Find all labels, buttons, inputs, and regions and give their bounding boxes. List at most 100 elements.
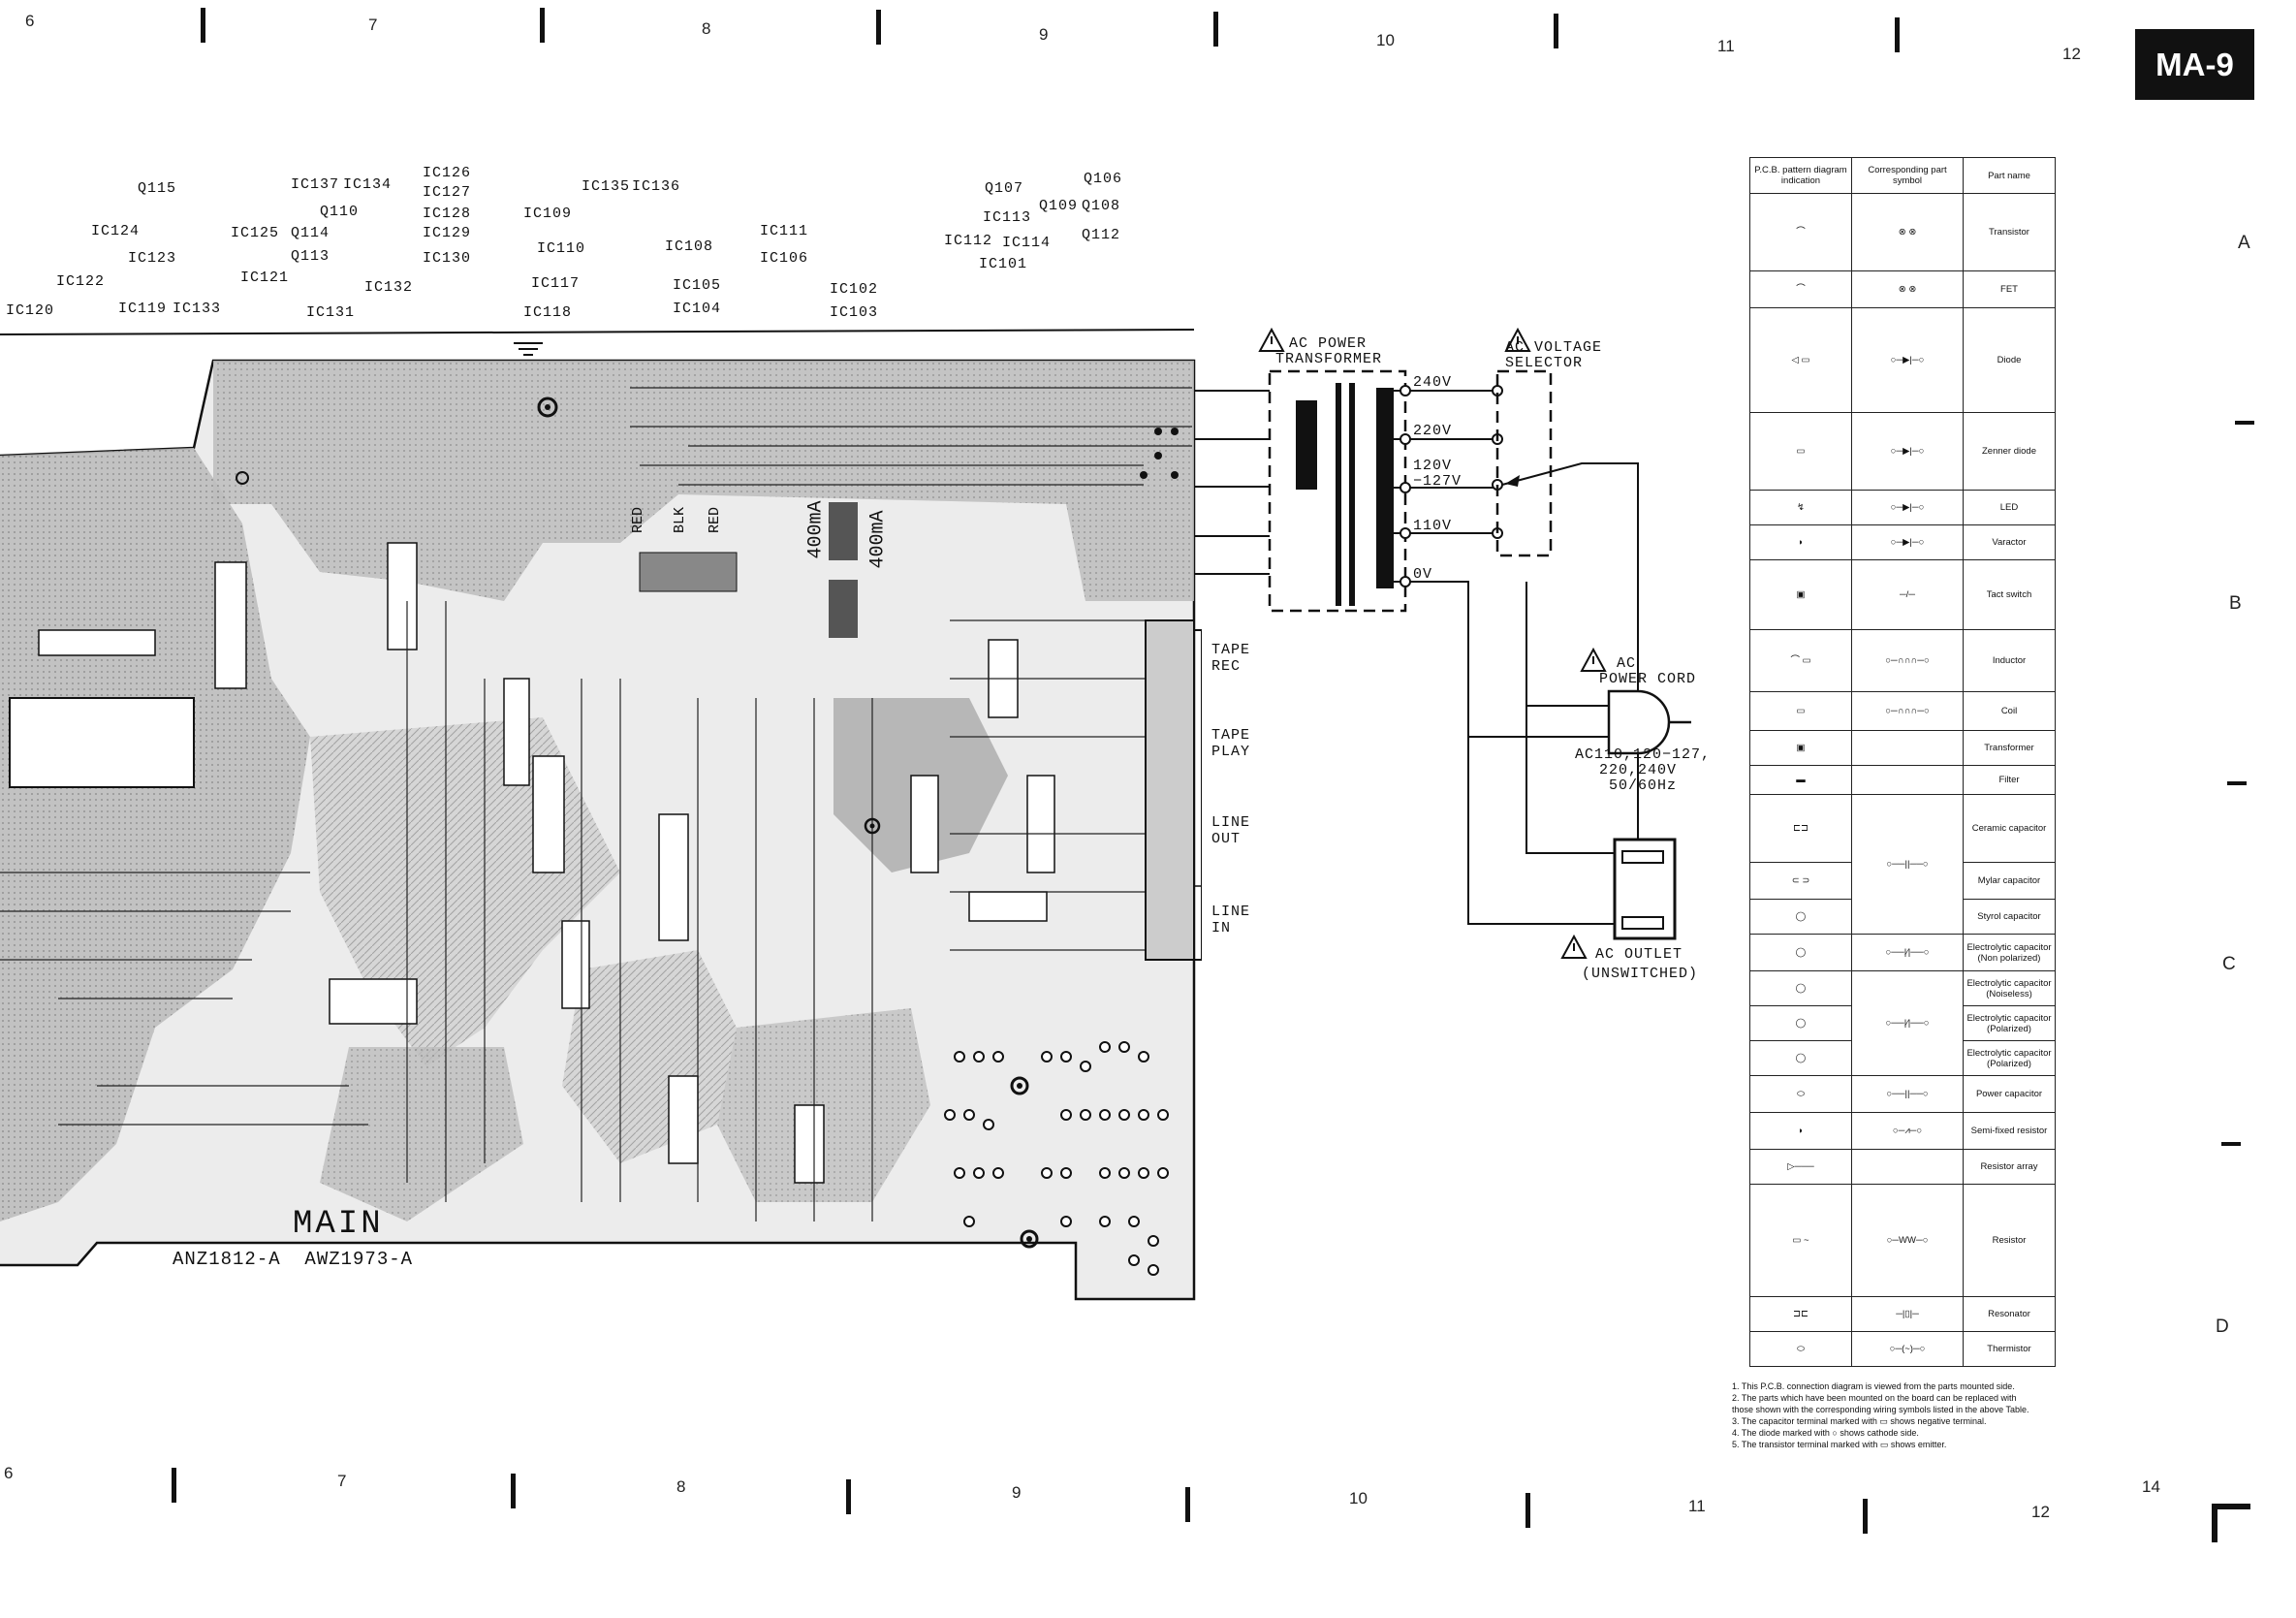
legend-part-name: Mylar capacitor — [1963, 862, 2056, 900]
note-line: 1. This P.C.B. connection diagram is vie… — [1732, 1381, 2015, 1391]
part-symbol-cell — [1851, 765, 1964, 795]
ic-label: Q113 — [291, 248, 330, 265]
ac-outlet-title: (UNSWITCHED) — [1582, 966, 1699, 982]
pcb-symbol-cell: ▭ — [1749, 691, 1852, 731]
selector-title: AC VOLTAGE — [1505, 339, 1603, 356]
ac-outlet-title: AC OUTLET — [1595, 946, 1683, 963]
transformer-title: TRANSFORMER — [1275, 351, 1383, 367]
selector-title: SELECTOR — [1505, 355, 1584, 371]
grid-row: C — [2222, 954, 2236, 974]
pcb-symbol-cell: ◯ — [1749, 899, 1852, 935]
ic-label: IC134 — [343, 176, 393, 193]
part-symbol-cell: ○─▶|─○ — [1851, 490, 1964, 525]
pcb-symbol-cell: ◯ — [1749, 934, 1852, 971]
jack-label-tape-rec: TAPE REC — [1211, 642, 1251, 675]
part-symbol-cell: ○─▶|─○ — [1851, 524, 1964, 560]
ic-label: IC103 — [830, 304, 879, 321]
page-tab: MA-9 — [2135, 29, 2254, 100]
legend-part-name: Electrolytic capacitor (Non polarized) — [1963, 934, 2056, 971]
ic-label: IC114 — [1002, 235, 1052, 251]
ic-label: IC135 — [582, 178, 631, 195]
pcb-symbol-cell: ◁ ▭ — [1749, 307, 1852, 413]
power-schematic — [1194, 327, 1691, 959]
ic-label: IC126 — [423, 165, 472, 181]
ic-label: IC122 — [56, 273, 106, 290]
legend-header: P.C.B. pattern diagram indication — [1749, 157, 1852, 194]
ic-label: Q115 — [138, 180, 177, 197]
pcb-symbol-cell: ◗ — [1749, 524, 1852, 560]
ic-label: Q112 — [1082, 227, 1121, 243]
pcb-symbol-cell: ▭ — [1749, 412, 1852, 491]
pcb-symbol-cell: ▭ ~ — [1749, 1184, 1852, 1297]
grid-col-bottom: 8 — [676, 1477, 686, 1496]
part-symbol-cell: ─|▯|─ — [1851, 1296, 1964, 1332]
part-symbol-cell: ○─WW─○ — [1851, 1184, 1964, 1297]
pcb-symbol-cell: ▷─── — [1749, 1149, 1852, 1185]
pcb-symbol-cell: ◯ — [1749, 1005, 1852, 1041]
ic-label: IC106 — [760, 250, 809, 267]
legend-part-name: Resistor array — [1963, 1149, 2056, 1185]
ic-label: IC117 — [531, 275, 581, 292]
grid-col-top: 12 — [2062, 45, 2081, 63]
transformer-title: AC POWER — [1289, 335, 1368, 352]
power-cord-spec: 220,240V — [1599, 762, 1678, 778]
power-cord-title: AC — [1617, 655, 1637, 672]
ic-label: IC105 — [673, 277, 722, 294]
pcb-symbol-cell: ▣ — [1749, 559, 1852, 630]
ic-label: IC110 — [537, 240, 586, 257]
pcb-symbol-cell: ⌒ — [1749, 193, 1852, 271]
ic-label: Q114 — [291, 225, 330, 241]
grid-col-bottom: 12 — [2031, 1503, 2050, 1521]
grid-col-top: 10 — [1376, 31, 1395, 49]
tap-label: −127V — [1413, 473, 1463, 490]
jack-label-line-in: LINE IN — [1211, 904, 1251, 936]
legend-part-name: Styrol capacitor — [1963, 899, 2056, 935]
legend-part-name: Tact switch — [1963, 559, 2056, 630]
crop-corner-mark — [2212, 1504, 2250, 1542]
board-name: MAIN — [293, 1206, 384, 1243]
grid-col-top: 11 — [1717, 37, 1735, 55]
legend-part-name: LED — [1963, 490, 2056, 525]
grid-tick — [172, 1468, 176, 1503]
pcb-symbol-cell: ⌒ — [1749, 270, 1852, 308]
legend-part-name: Resonator — [1963, 1296, 2056, 1332]
grid-tick — [1525, 1493, 1530, 1528]
power-cord-spec: 50/60Hz — [1609, 777, 1678, 794]
grid-col-top: 8 — [702, 19, 711, 38]
part-symbol-cell: ○──|∕|──○ — [1851, 970, 1964, 1076]
grid-row: B — [2229, 593, 2242, 614]
fuse-rating-label: 400mA — [804, 500, 828, 559]
ic-label: IC125 — [231, 225, 280, 241]
legend-part-name: Transistor — [1963, 193, 2056, 271]
grid-row-dash — [2221, 1142, 2241, 1146]
tap-label: 110V — [1413, 518, 1453, 534]
grid-tick — [1863, 1499, 1868, 1534]
part-symbol-cell — [1851, 1149, 1964, 1185]
wire-color-label: BLK — [672, 506, 689, 534]
legend-part-name: Power capacitor — [1963, 1075, 2056, 1113]
legend-part-name: Filter — [1963, 765, 2056, 795]
grid-tick — [201, 8, 205, 43]
ic-label: Q109 — [1039, 198, 1079, 214]
jack-label-tape-play: TAPE PLAY — [1211, 727, 1251, 760]
ic-label: IC133 — [173, 301, 222, 317]
ic-label: IC113 — [983, 209, 1032, 226]
grid-tick — [1185, 1487, 1190, 1522]
page-number: 14 — [2142, 1477, 2160, 1496]
ic-label: IC101 — [979, 256, 1028, 272]
part-symbol-cell: ○──||──○ — [1851, 1075, 1964, 1113]
note-line: 4. The diode marked with ○ shows cathode… — [1732, 1428, 1919, 1438]
note-line: 3. The capacitor terminal marked with ▭ … — [1732, 1416, 1987, 1426]
grid-tick — [540, 8, 545, 43]
ic-label: IC108 — [665, 238, 714, 255]
board-part-numbers: ANZ1812-A AWZ1973-A — [173, 1249, 414, 1270]
grid-col-bottom: 7 — [337, 1472, 347, 1490]
pcb-symbol-cell: ▬ — [1749, 765, 1852, 795]
legend-part-name: Coil — [1963, 691, 2056, 731]
ic-label: IC137 — [291, 176, 340, 193]
legend-part-name: Electrolytic capacitor (Polarized) — [1963, 1040, 2056, 1076]
pcb-symbol-cell: ⬭ — [1749, 1331, 1852, 1367]
legend-part-name: Inductor — [1963, 629, 2056, 692]
ic-label: Q107 — [985, 180, 1024, 197]
parts-legend-table: P.C.B. pattern diagram indication Corres… — [1749, 157, 2056, 1367]
